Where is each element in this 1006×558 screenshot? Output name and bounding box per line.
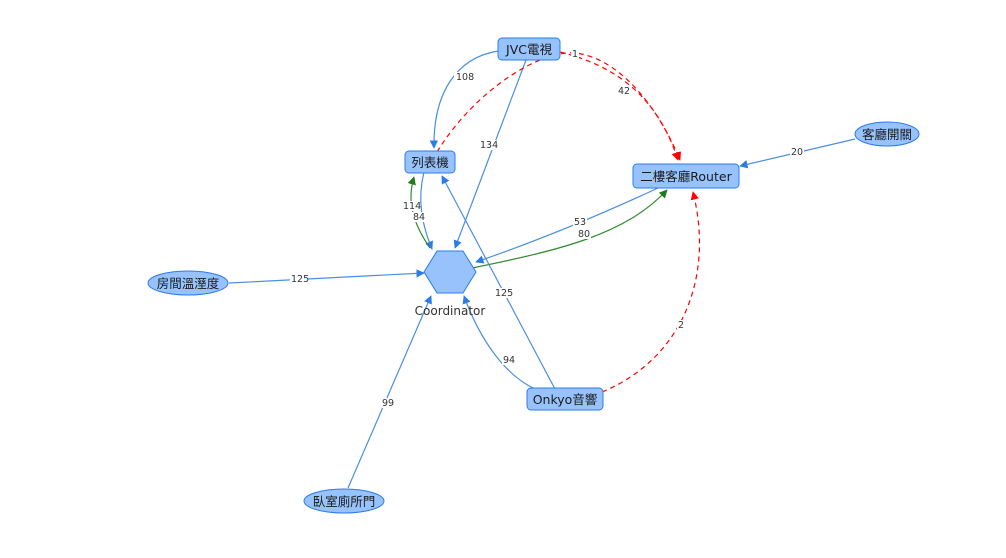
- node-bathdoor[interactable]: 臥室廁所門: [303, 488, 385, 514]
- node-label-printer: 列表機: [411, 155, 449, 170]
- edge-label-roomtemp-coordinator: 125: [291, 274, 309, 285]
- node-printer[interactable]: 列表機: [404, 150, 456, 174]
- edge-coordinator-router[interactable]: [471, 189, 668, 269]
- edge-jvc-router[interactable]: [559, 51, 680, 161]
- node-label-bathdoor: 臥室廁所門: [313, 494, 376, 509]
- edge-printer-router[interactable]: [436, 52, 681, 161]
- node-label-switch: 客廳開關: [862, 127, 912, 142]
- edge-label-printer-coordinator: 84: [413, 212, 425, 223]
- node-label-jvc: JVC電視: [505, 42, 552, 57]
- edge-label-jvc-router: 42: [618, 86, 630, 97]
- edge-onkyo-router[interactable]: [601, 191, 700, 393]
- edge-label-printer-router: 1: [572, 49, 578, 60]
- edge-jvc-coordinator[interactable]: [453, 59, 527, 249]
- node-roomtemp[interactable]: 房間溫溼度: [147, 270, 229, 296]
- node-jvc[interactable]: JVC電視: [497, 37, 561, 61]
- edge-label-coordinator-router: 80: [578, 229, 590, 240]
- node-coordinator[interactable]: Coordinator: [415, 250, 486, 318]
- node-onkyo[interactable]: Onkyo音響: [526, 387, 604, 411]
- node-router[interactable]: 二樓客廳Router: [632, 163, 740, 189]
- edge-label-switch-router: 20: [791, 147, 803, 158]
- edge-printer-coordinator[interactable]: [420, 171, 433, 250]
- nodes-layer: JVC電視 列表機 二樓客廳Router 客廳開關 Coordinator 房間…: [147, 37, 920, 514]
- node-label-onkyo: Onkyo音響: [533, 392, 598, 407]
- edge-coordinator-printer[interactable]: [407, 176, 431, 249]
- edge-label-jvc-coordinator: 134: [480, 140, 498, 151]
- node-label-roomtemp: 房間溫溼度: [157, 276, 220, 291]
- edge-jvc-printer[interactable]: [429, 50, 499, 149]
- edge-label-onkyo-router: 2: [678, 320, 684, 331]
- edges-layer: [228, 50, 856, 489]
- edge-roomtemp-coordinator[interactable]: [228, 269, 425, 284]
- edge-onkyo-printer[interactable]: [441, 175, 556, 390]
- edge-bathdoor-coordinator[interactable]: [347, 295, 432, 489]
- edge-label-bathdoor-coordinator: 99: [382, 398, 394, 409]
- edge-label-onkyo-printer: 125: [495, 288, 513, 299]
- edge-router-coordinator[interactable]: [475, 187, 659, 264]
- edge-label-coordinator-printer: 114: [403, 201, 421, 212]
- node-label-coordinator: Coordinator: [415, 304, 486, 318]
- node-switch[interactable]: 客廳開關: [854, 121, 920, 147]
- edge-label-jvc-printer: 108: [456, 72, 474, 83]
- edge-label-onkyo-coordinator: 94: [503, 355, 515, 366]
- edge-labels-layer: 108 134 42 1 84 114 53 80 20 125 125 94 …: [290, 49, 804, 409]
- edge-label-router-coordinator: 53: [574, 217, 586, 228]
- node-label-router: 二樓客廳Router: [640, 169, 732, 184]
- edge-onkyo-coordinator[interactable]: [462, 295, 536, 390]
